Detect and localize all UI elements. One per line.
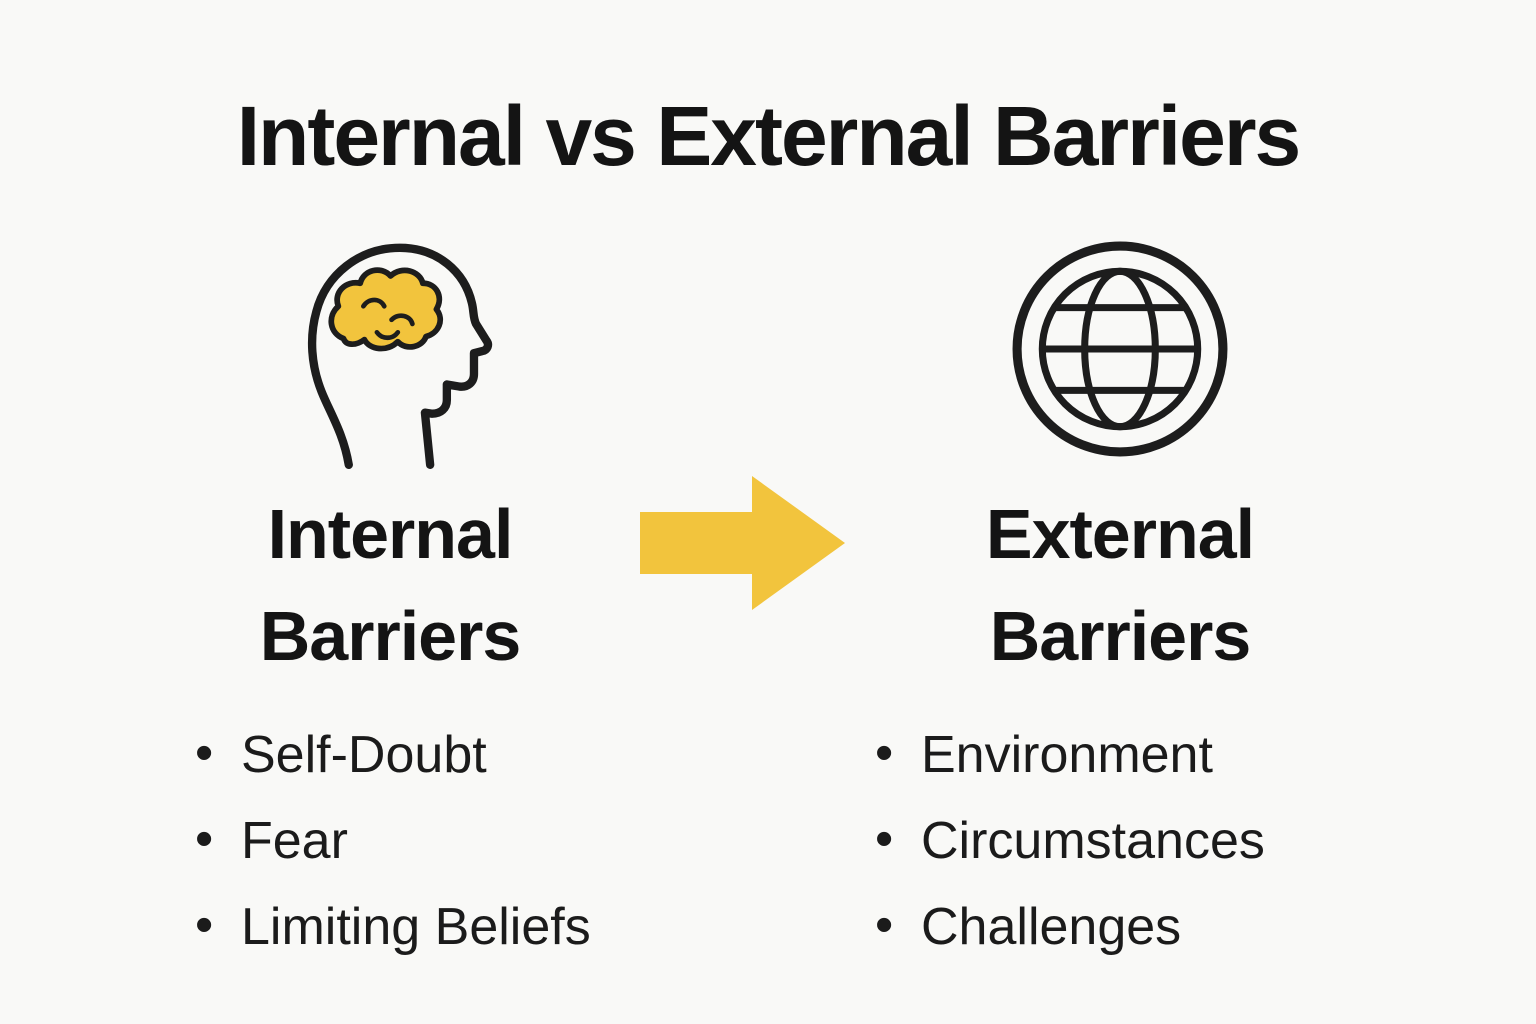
internal-barriers-list: Self-Doubt Fear Limiting Beliefs	[100, 727, 680, 953]
external-barriers-heading: External Barriers	[820, 484, 1420, 687]
page-title: Internal vs External Barriers	[236, 89, 1302, 183]
external-heading-line2: Barriers	[989, 596, 1252, 675]
list-item: Fear	[195, 813, 680, 867]
internal-barriers-column: Internal Barriers Self-Doubt Fear Limiti…	[100, 228, 680, 987]
list-item: Limiting Beliefs	[195, 899, 680, 953]
internal-heading-line2: Barriers	[259, 596, 522, 675]
external-barriers-list: Environment Circumstances Challenges	[820, 727, 1420, 953]
head-brain-icon	[100, 228, 680, 470]
right-arrow-icon	[640, 462, 850, 624]
globe-icon	[820, 228, 1420, 470]
list-item: Environment	[875, 727, 1420, 781]
list-item: Challenges	[875, 899, 1420, 953]
internal-barriers-heading: Internal Barriers	[100, 484, 680, 687]
external-heading-line1: External	[985, 495, 1255, 573]
internal-heading-line1: Internal	[267, 495, 514, 573]
list-item: Self-Doubt	[195, 727, 680, 781]
external-barriers-column: External Barriers Environment Circumstan…	[820, 228, 1420, 987]
list-item: Circumstances	[875, 813, 1420, 867]
